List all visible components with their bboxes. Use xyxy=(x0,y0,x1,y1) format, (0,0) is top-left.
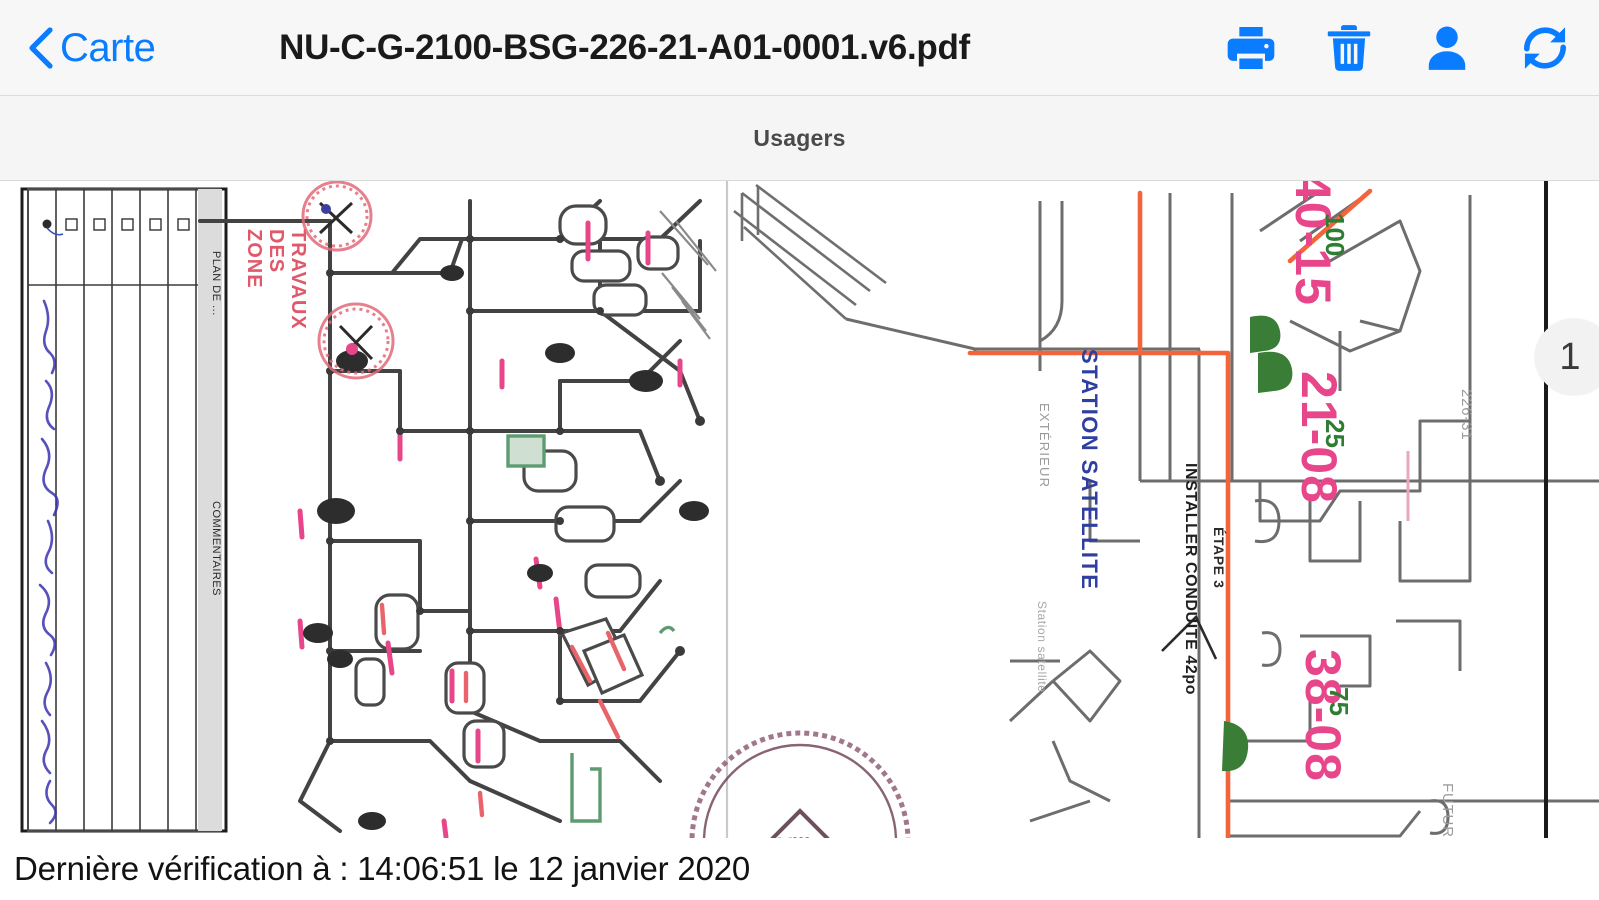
green-filled-marks xyxy=(1222,315,1293,772)
label-installer-conduite: INSTALLER CONDUITE 42po xyxy=(1182,463,1199,695)
label-38-08: 38-08 xyxy=(1295,649,1351,782)
label-station-satellite-small: Station satellite xyxy=(1035,601,1049,693)
network-nodes xyxy=(326,235,705,745)
print-icon[interactable] xyxy=(1223,20,1279,76)
label-etape-3: ÉTAPE 3 xyxy=(1211,527,1227,589)
section-header-label: Usagers xyxy=(753,124,846,151)
engineer-seal-stamp: Ville xyxy=(689,730,911,838)
handwritten-signature xyxy=(38,299,59,825)
red-circular-stamps xyxy=(301,181,395,380)
svg-text:Ville: Ville xyxy=(778,833,823,838)
svg-text:ZONE: ZONE xyxy=(243,229,265,289)
navigation-actions xyxy=(1223,20,1573,76)
network-clusters xyxy=(303,265,709,830)
refresh-icon[interactable] xyxy=(1517,20,1573,76)
label-exterieur: EXTÉRIEUR xyxy=(1037,403,1052,488)
svg-text:DES: DES xyxy=(265,229,287,273)
pink-markers xyxy=(297,220,683,838)
person-icon[interactable] xyxy=(1419,20,1475,76)
stamp-inner-marks xyxy=(318,201,374,361)
label-25: 25 xyxy=(1320,419,1350,448)
title-block-row-label: COMMENTAIRES xyxy=(210,501,222,596)
label-station-satellite: STATION SATELLITE xyxy=(1077,349,1102,590)
label-40-15: 40-15 xyxy=(1285,181,1341,306)
etape-leader-arrow xyxy=(1161,614,1218,660)
trash-icon[interactable] xyxy=(1321,20,1377,76)
section-header-bar: Usagers xyxy=(0,96,1599,181)
page-indicator-badge[interactable]: 1 xyxy=(1535,319,1599,395)
red-hatch-marks xyxy=(379,602,627,818)
road-bundle xyxy=(733,183,887,320)
svg-text:TRAVAUX: TRAVAUX xyxy=(287,229,309,330)
pdf-document-viewport[interactable]: PLAN DE ... COMMENTAIRES ZONE DES xyxy=(0,181,1599,838)
drawing-title-block xyxy=(20,187,228,833)
status-bar: Dernière vérification à : 14:06:51 le 12… xyxy=(0,838,1599,900)
back-to-map-button[interactable]: Carte xyxy=(28,25,156,70)
label-100: 100 xyxy=(1320,213,1350,256)
last-verification-status: Dernière vérification à : 14:06:51 le 12… xyxy=(14,850,751,887)
zone-travaux-label: ZONE DES TRAVAUX xyxy=(243,229,309,330)
orange-pipeline xyxy=(967,188,1373,838)
center-diagonal-lines xyxy=(659,210,717,340)
green-utility-marks xyxy=(506,434,676,823)
engineering-drawing: PLAN DE ... COMMENTAIRES ZONE DES xyxy=(20,181,1599,838)
page-indicator-value: 1 xyxy=(1559,335,1581,378)
building-outlines xyxy=(354,204,680,769)
label-75: 75 xyxy=(1324,687,1354,716)
label-226-31: 226-31 xyxy=(1458,389,1475,441)
pdf-page-canvas[interactable]: PLAN DE ... COMMENTAIRES ZONE DES xyxy=(0,181,1599,838)
label-21-08: 21-08 xyxy=(1291,371,1347,504)
street-network xyxy=(845,189,1599,838)
chevron-left-icon xyxy=(29,26,53,69)
label-futur: FUTUR xyxy=(1439,783,1456,838)
navigation-bar: Carte NU-C-G-2100-BSG-226-21-A01-0001.v6… xyxy=(0,0,1599,96)
back-button-label: Carte xyxy=(60,25,156,70)
title-block-header-label: PLAN DE ... xyxy=(210,251,222,316)
